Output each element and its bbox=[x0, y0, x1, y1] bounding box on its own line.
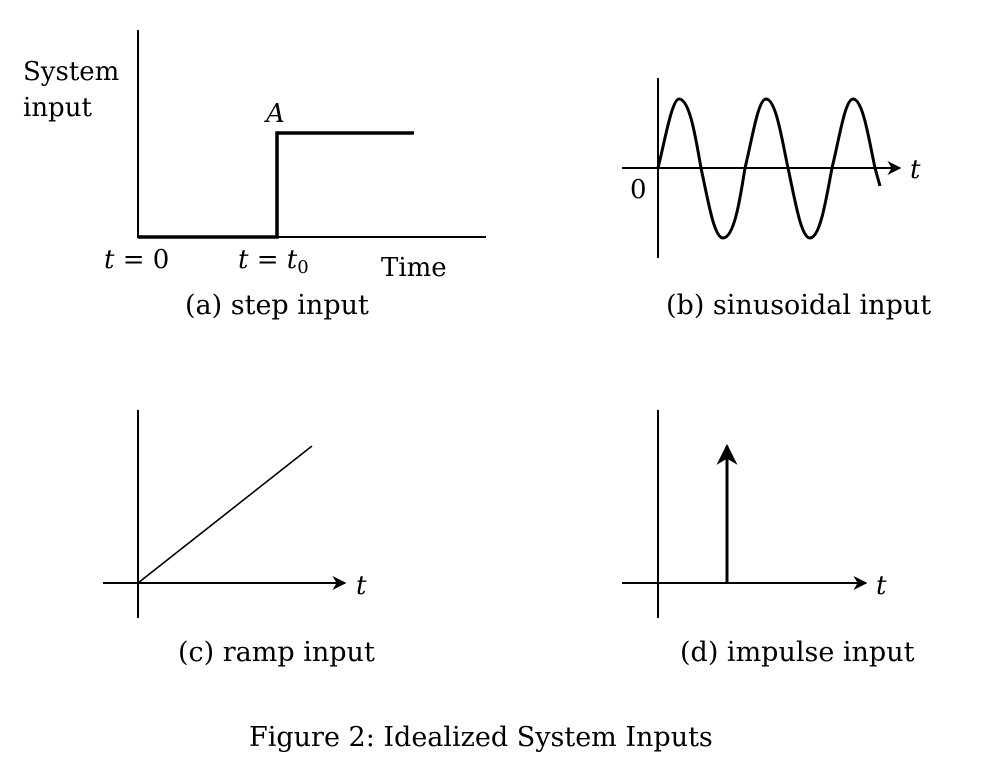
ramp-line bbox=[137, 445, 313, 584]
x-axis-label-t: t bbox=[356, 571, 367, 601]
caption-step-input: (a) step input bbox=[185, 290, 369, 321]
step-curve bbox=[138, 131, 414, 239]
y-axis-label-line2: input bbox=[23, 93, 92, 123]
amplitude-label: A bbox=[264, 99, 285, 129]
origin-label: 0 bbox=[630, 175, 647, 205]
x-axis-label-t: t bbox=[876, 571, 887, 601]
caption-ramp-input: (c) ramp input bbox=[178, 637, 375, 668]
panel-step-input: System input A t = 0 t = t0 Time (a) ste… bbox=[23, 30, 486, 321]
panel-ramp-input: t (c) ramp input bbox=[103, 410, 375, 668]
caption-impulse-input: (d) impulse input bbox=[680, 637, 915, 668]
panel-impulse-input: t (d) impulse input bbox=[622, 410, 915, 668]
y-axis-label-line1: System bbox=[23, 57, 119, 87]
caption-sinusoidal-input: (b) sinusoidal input bbox=[666, 290, 931, 321]
panel-sinusoidal-input: 0 t (b) sinusoidal input bbox=[622, 78, 931, 321]
x-axis-label-t: t bbox=[910, 155, 921, 185]
tick-label-t-zero: t = 0 bbox=[104, 245, 169, 275]
x-axis-label-time: Time bbox=[381, 253, 447, 283]
figure-caption: Figure 2: Idealized System Inputs bbox=[249, 722, 713, 753]
tick-label-t-t0: t = t0 bbox=[238, 245, 309, 278]
sine-curve bbox=[656, 97, 882, 240]
